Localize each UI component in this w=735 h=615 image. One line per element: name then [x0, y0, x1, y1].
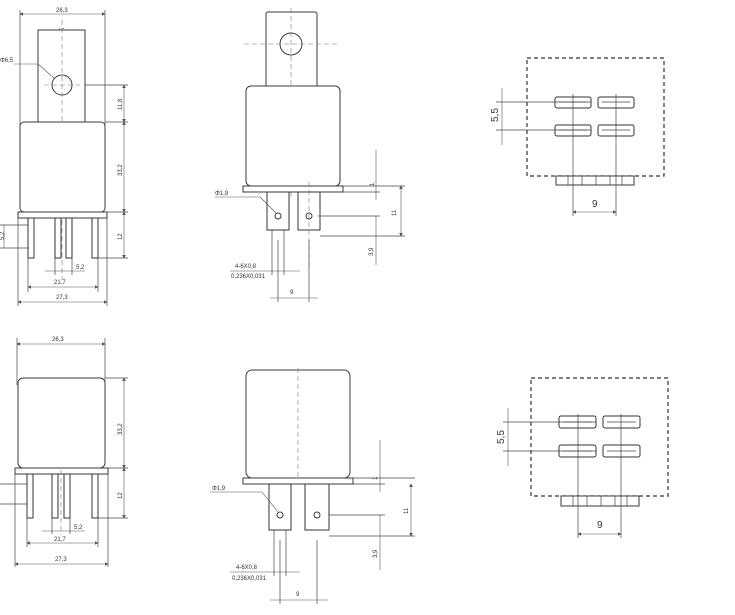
bottom-front-hole-label: Φ1,9 — [212, 486, 226, 492]
top-front-pitch-label: 9 — [290, 290, 294, 296]
bottom-side-width-label: 26,3 — [52, 337, 64, 343]
bottom-front-terminal-inch-label: 0,236X0,031 — [232, 576, 267, 582]
top-side-view: 26,3 15 Φ6,5 11,8 33,2 12 — [0, 8, 128, 306]
side-pin — [51, 473, 59, 519]
bottom-front-pin-height-label: 11 — [404, 507, 410, 514]
top-side-hole-label: Φ6,5 — [0, 58, 14, 64]
top-front-terminal-inch-label: 0,236X0,031 — [231, 274, 266, 280]
top-side-tab-height-label: 11,8 — [118, 98, 124, 110]
top-side-left-dim-label: 5,2 — [0, 231, 6, 240]
side-pin — [91, 217, 99, 259]
relay-body — [19, 121, 106, 213]
top-footprint-row-pitch-label: 5,5 — [490, 108, 501, 122]
top-front-gap-label: 1 — [370, 182, 376, 186]
side-pin — [27, 217, 35, 259]
side-pin — [26, 473, 34, 519]
footprint-base — [555, 175, 635, 186]
bottom-front-view: Φ1,9 4-6X0,8 0,236X0,031 9 1 11 3,9 — [210, 368, 415, 604]
terminal — [304, 483, 330, 531]
bottom-side-pin-gap-label: 5,2 — [74, 525, 83, 531]
footprint-outline — [530, 377, 669, 497]
top-front-terminal-label: 4-6X0,8 — [235, 264, 257, 270]
top-footprint: 5,5 9 — [490, 57, 665, 216]
top-side-pin-gap-label: 5,2 — [76, 265, 85, 271]
bottom-footprint-row-pitch-label: 5,5 — [496, 430, 507, 444]
bottom-front-pitch-label: 9 — [296, 592, 300, 598]
top-front-hole-label: Φ1,9 — [215, 191, 229, 197]
relay-base — [17, 211, 108, 219]
bottom-front-terminal-label: 4-6X0,8 — [236, 565, 258, 571]
bottom-side-pin-height-label: 12 — [118, 492, 124, 499]
terminal-hole — [274, 212, 282, 220]
relay-base — [14, 467, 109, 475]
side-pin — [65, 217, 73, 259]
top-side-total-width-label: 27,3 — [56, 295, 68, 301]
top-side-width-label: 26,3 — [56, 8, 68, 14]
bottom-side-body-height-label: 33,2 — [118, 423, 124, 435]
top-footprint-col-pitch-label: 9 — [592, 199, 598, 210]
relay-base — [242, 185, 344, 193]
side-pin — [63, 473, 71, 519]
terminal — [268, 483, 292, 531]
bottom-front-tip-label: 3,9 — [373, 549, 379, 558]
top-front-pin-height-label: 11 — [392, 209, 398, 216]
bottom-side-inner-width-label: 21,7 — [54, 537, 66, 543]
terminal-hole — [313, 511, 321, 519]
relay-base — [242, 477, 354, 485]
footprint-outline — [526, 57, 665, 177]
side-pin — [54, 217, 62, 259]
relay-body — [245, 85, 341, 187]
terminal — [266, 191, 290, 231]
terminal-hole — [276, 511, 284, 519]
bottom-front-gap-label: 1 — [373, 476, 379, 480]
bottom-side-total-width-label: 27,3 — [55, 557, 67, 563]
bottom-side-view: 26,3 33,2 12 5,2 21,7 27,3 — [0, 337, 128, 567]
top-front-tip-label: 3,9 — [369, 247, 375, 256]
top-side-body-height-label: 33,2 — [118, 164, 124, 176]
side-pin — [91, 473, 99, 519]
top-side-pin-height-label: 12 — [118, 233, 124, 240]
relay-body — [17, 377, 106, 469]
footprint-base — [560, 495, 640, 507]
bottom-footprint-col-pitch-label: 9 — [597, 520, 603, 531]
top-side-inner-width-label: 21,7 — [54, 280, 66, 286]
top-front-view: Φ1,9 4-6X0,8 0,236X0,031 9 1 11 3,9 — [215, 8, 405, 302]
bottom-footprint: 5,5 9 — [496, 377, 669, 538]
